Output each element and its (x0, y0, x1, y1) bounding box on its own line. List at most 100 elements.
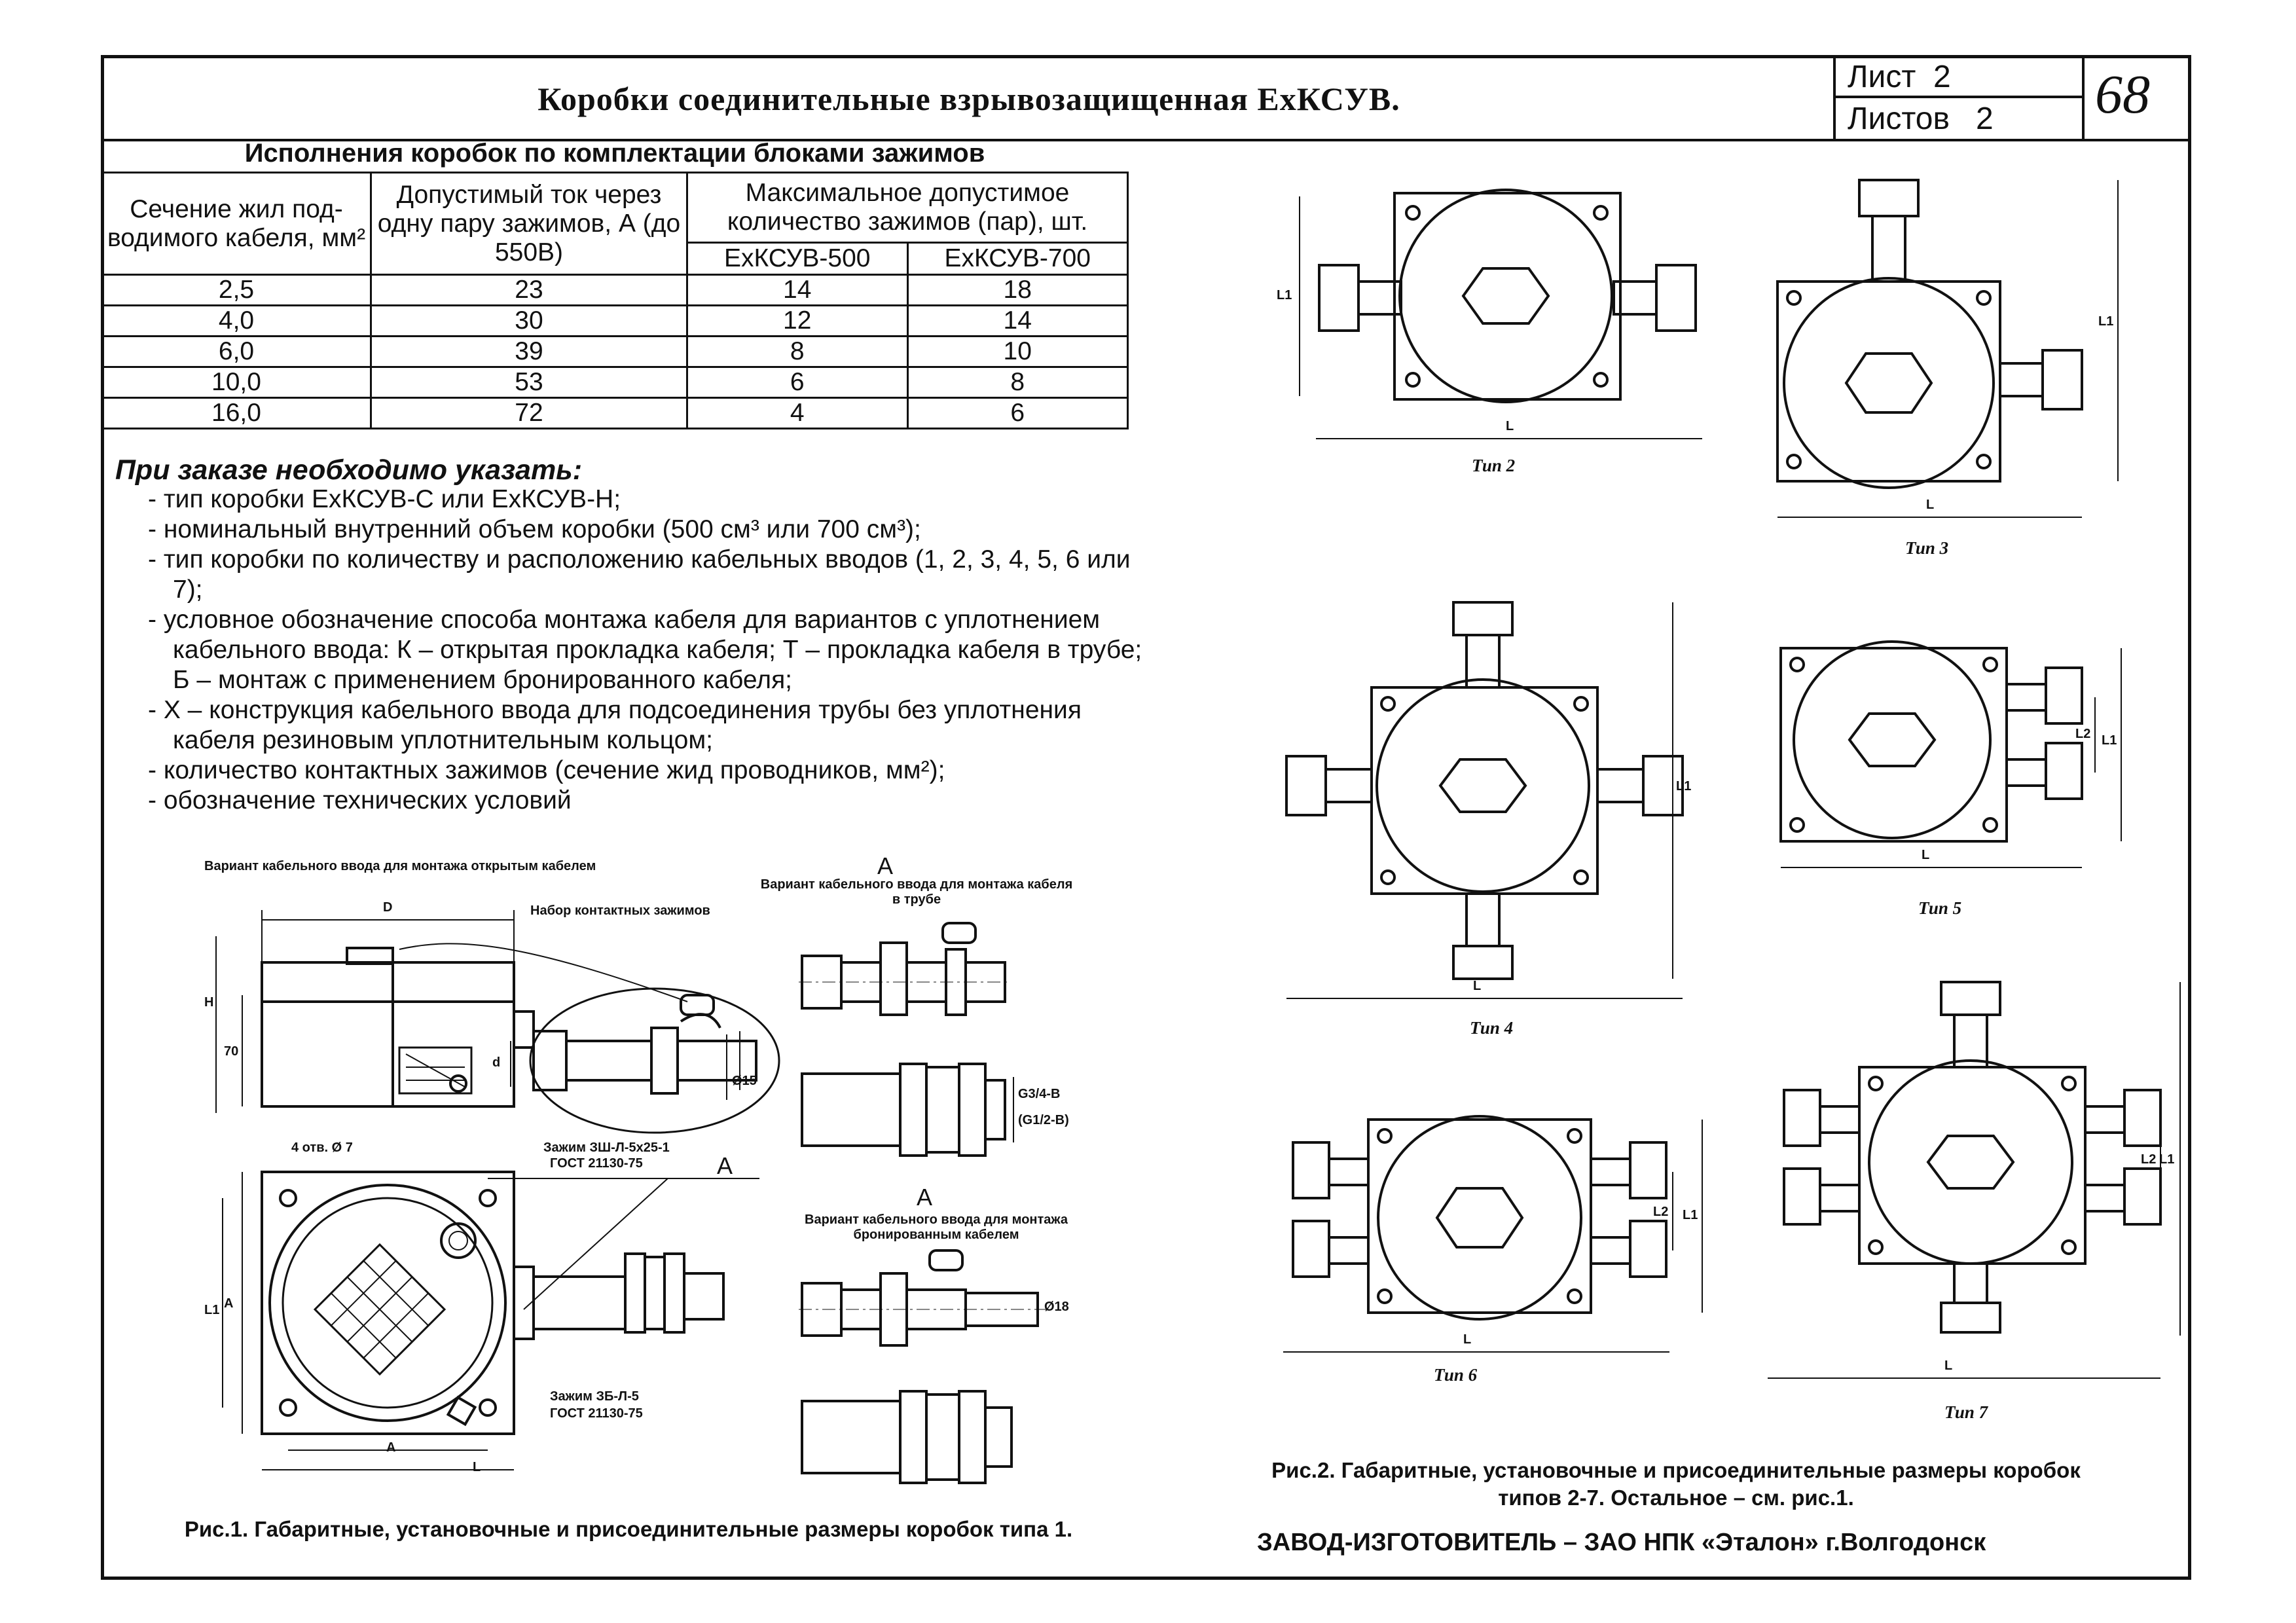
fig1-variant-tube (799, 922, 1014, 1157)
type5-label: Тип 5 (1918, 898, 1962, 918)
fig1-thread1: G3/4-B (1018, 1087, 1061, 1101)
order-title: При заказе необходимо указать: (115, 454, 583, 486)
fig1-armor-letter: A (917, 1184, 933, 1211)
fig1-dim-15: Ø15 (732, 1074, 757, 1088)
type3-label: Тип 3 (1905, 538, 1949, 558)
type4-drawing (1285, 601, 1684, 999)
cell: 8 (686, 335, 909, 368)
fig1-dim-18: Ø18 (1044, 1300, 1069, 1314)
fig1-top-view (222, 1171, 759, 1470)
type7-dim-L1: L1 (2159, 1152, 2175, 1167)
cell: 14 (686, 274, 909, 306)
type5-dim-L2: L2 (2075, 727, 2091, 741)
order-item: - тип коробки по количеству и расположен… (148, 545, 1131, 604)
cell: 14 (906, 304, 1129, 337)
fig1-variant-armor (799, 1249, 1048, 1484)
cell: 6,0 (101, 335, 372, 368)
type5-drawing (1779, 640, 2122, 868)
cell: 16,0 (101, 397, 372, 429)
fig1-gost1-label: ГОСТ 21130-75 (550, 1156, 643, 1171)
cell: 4,0 (101, 304, 372, 337)
fig1-dim-H: H (204, 995, 214, 1010)
fig1-dim-L1: L1 (204, 1303, 220, 1317)
order-list: - тип коробки ExКСУВ-С или ExКСУВ-Н; - н… (148, 484, 1150, 816)
table-caption: Исполнения коробок по комплектации блока… (244, 139, 985, 168)
terminal-table: Сечение жил под-водимого кабеля, мм² Доп… (101, 172, 1129, 429)
cell: 6 (906, 397, 1129, 429)
order-item: - обозначение технических условий (148, 786, 572, 814)
type6-label: Тип 6 (1434, 1365, 1478, 1385)
fig1-clamp1-label: Зажим ЗШ-Л-5х25-1 (543, 1140, 670, 1155)
fig1-detail-letter: A (717, 1152, 733, 1179)
order-item: - тип коробки ExКСУВ-С или ExКСУВ-Н; (148, 485, 621, 513)
cell: 30 (370, 304, 688, 337)
fig1-dim-d: d (492, 1055, 501, 1070)
cell: 10 (906, 335, 1129, 368)
header-current: Допустимый ток через одну пару зажимов, … (370, 172, 688, 276)
cell: 10,0 (101, 366, 372, 399)
type2-drawing (1299, 189, 1702, 439)
cell: 8 (906, 366, 1129, 399)
fig1-dim-L-bottom: L (473, 1460, 481, 1474)
fig1-thread2: (G1/2-B) (1018, 1113, 1069, 1127)
order-item: - условное обозначение способа монтажа к… (148, 606, 1142, 694)
header-exksuv-700: ExКСУВ-700 (906, 242, 1129, 276)
cell: 23 (370, 274, 688, 306)
type3-drawing (1776, 179, 2119, 518)
type3-dim-L1: L1 (2098, 314, 2114, 329)
manufacturer-line: ЗАВОД-ИЗГОТОВИТЕЛЬ – ЗАО НПК «Эталон» г.… (1257, 1529, 1986, 1556)
cell: 12 (686, 304, 909, 337)
fig1-dim-D: D (383, 900, 393, 915)
type4-label: Тип 4 (1470, 1018, 1514, 1038)
sheet-box-divider (1833, 96, 2085, 98)
cell: 18 (906, 274, 1129, 306)
fig1-open-cable-label: Вариант кабельного ввода для монтажа отк… (204, 859, 596, 873)
cell: 2,5 (101, 274, 372, 306)
cell: 4 (686, 397, 909, 429)
order-item: - количество контактных зажимов (сечение… (148, 756, 945, 784)
type4-dim-L1: L1 (1676, 779, 1692, 793)
fig1-dim-A-bottom: A (386, 1440, 396, 1455)
fig2-caption: Рис.2. Габаритные, установочные и присое… (1271, 1458, 2081, 1510)
type2-label: Тип 2 (1472, 456, 1516, 475)
fig1-gost2-label: ГОСТ 21130-75 (550, 1406, 643, 1421)
header-max-count: Максимальное допустимое количество зажим… (686, 172, 1129, 244)
cell: 39 (370, 335, 688, 368)
order-item: - номинальный внутренний объем коробки (… (148, 515, 921, 543)
fig1-caption: Рис.1. Габаритные, установочные и присое… (184, 1517, 1073, 1541)
sheets-total: Листов 2 (1848, 101, 1994, 136)
type3-dim-L: L (1926, 498, 1935, 512)
title-divider (101, 139, 2191, 141)
type2-dim-L1: L1 (1277, 288, 1292, 302)
cell: 72 (370, 397, 688, 429)
fig1-tube-variant-label: Вариант кабельного ввода для монтажа каб… (760, 877, 1073, 907)
fig1-dim-A-side: A (224, 1296, 234, 1311)
document-title: Коробки соединительные взрывозащищенная … (538, 81, 1400, 117)
drawing-frame (101, 55, 2191, 1580)
type6-dim-L: L (1463, 1332, 1472, 1347)
type6-dim-L2: L2 (1653, 1205, 1669, 1219)
table-header-row: Сечение жил под-водимого кабеля, мм² Доп… (101, 172, 1129, 276)
fig1-side-view (215, 910, 780, 1134)
header-cable-section: Сечение жил под-водимого кабеля, мм² (101, 172, 372, 276)
fig1-holes-label: 4 отв. Ø 7 (291, 1140, 353, 1155)
type4-dim-L: L (1473, 979, 1482, 993)
type5-dim-L: L (1922, 848, 1930, 862)
type6-dim-L1: L1 (1683, 1208, 1698, 1222)
fig1-clamp2-label: Зажим ЗБ-Л-5 (550, 1389, 639, 1404)
type6-drawing (1283, 1115, 1703, 1353)
type7-label: Тип 7 (1944, 1402, 1988, 1422)
cell: 53 (370, 366, 688, 399)
order-item: - Х – конструкция кабельного ввода для п… (148, 696, 1082, 754)
fig1-tube-letter: A (877, 852, 894, 879)
fig1-dim-70: 70 (224, 1044, 239, 1059)
header-exksuv-500: ExКСУВ-500 (686, 242, 909, 276)
type7-drawing (1768, 981, 2181, 1379)
sheet-number: Лист 2 (1848, 60, 1951, 94)
